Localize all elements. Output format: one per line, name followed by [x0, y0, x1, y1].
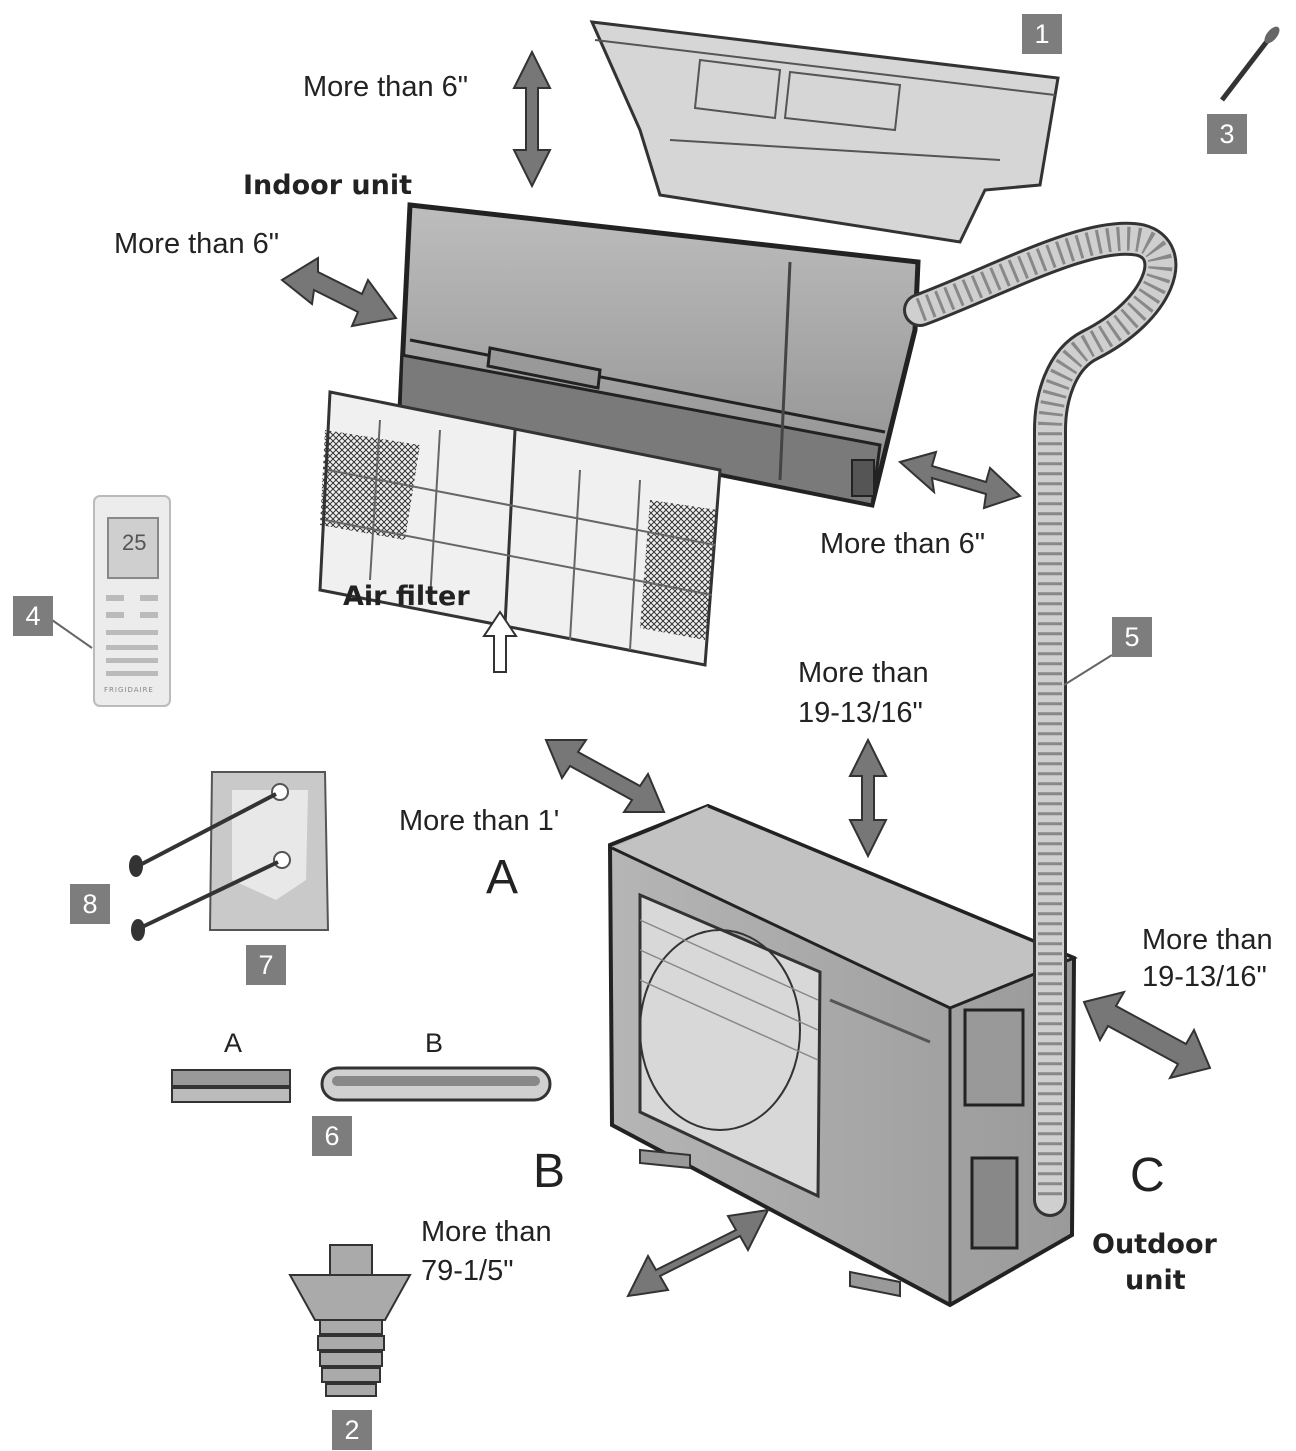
- bracket-screws: [129, 792, 279, 941]
- part-badge-2: 2: [332, 1410, 372, 1450]
- remote-brand: FRIGIDAIRE: [104, 686, 154, 694]
- part-badge-1: 1: [1022, 14, 1062, 54]
- part-6-letter-a: A: [224, 1028, 243, 1058]
- connecting-pipe: [903, 221, 1178, 1217]
- mounting-plate: [589, 20, 1060, 244]
- clearance-above-outdoor-line1: More than: [798, 657, 929, 689]
- side-letter-c: C: [1130, 1149, 1165, 1202]
- remote-display: 25: [122, 530, 147, 555]
- outdoor-unit-illustration: [607, 803, 1078, 1308]
- clearance-above-outdoor-line2: 19-13/16": [798, 697, 923, 729]
- indoor-unit-illustration: [397, 202, 921, 508]
- part-badge-7: 7: [246, 945, 286, 985]
- clearance-arrows: [280, 49, 1212, 1298]
- side-letter-a: A: [486, 851, 519, 904]
- arrow-c: [1082, 990, 1212, 1080]
- clearance-top-label: More than 6": [303, 71, 469, 103]
- part-badge-6: 6: [312, 1116, 352, 1156]
- drain-fitting: [288, 1244, 412, 1397]
- indoor-unit-label: Indoor unit: [243, 170, 413, 201]
- arrow-right: [897, 450, 1022, 510]
- arrow-a: [544, 739, 666, 813]
- leader-4: [51, 619, 93, 649]
- part-badge-4: 4: [13, 596, 53, 636]
- leader-5: [1063, 654, 1113, 686]
- clearance-b-line2: 79-1/5": [421, 1255, 514, 1287]
- screw-icon: [1220, 26, 1280, 102]
- side-letter-b: B: [533, 1145, 566, 1198]
- air-filter-illustration: [318, 390, 722, 667]
- outdoor-unit-label-line2: unit: [1125, 1265, 1186, 1296]
- part-6-letter-b: B: [425, 1028, 444, 1058]
- insert-up-arrow: [482, 610, 518, 673]
- outdoor-unit-label-line1: Outdoor: [1092, 1229, 1217, 1260]
- part-badge-3: 3: [1207, 114, 1247, 154]
- part-badge-5: 5: [1112, 617, 1152, 657]
- arrow-top: [512, 49, 552, 189]
- part-badge-8: 8: [70, 884, 110, 924]
- wall-bracket: [208, 771, 330, 931]
- clearance-c-line1: More than: [1142, 924, 1273, 956]
- clearance-b-line1: More than: [421, 1216, 552, 1248]
- arrow-left: [280, 256, 398, 328]
- air-filter-label: Air filter: [343, 581, 470, 612]
- arrow-above-outdoor: [848, 737, 888, 859]
- part-6a: [171, 1069, 291, 1103]
- clearance-a-label: More than 1': [399, 805, 560, 837]
- clearance-c-line2: 19-13/16": [1142, 961, 1267, 993]
- arrow-b: [626, 1208, 770, 1298]
- part-6b: [320, 1066, 552, 1102]
- remote-control: [93, 495, 171, 707]
- clearance-right-label: More than 6": [820, 528, 986, 560]
- clearance-left-label: More than 6": [114, 228, 280, 260]
